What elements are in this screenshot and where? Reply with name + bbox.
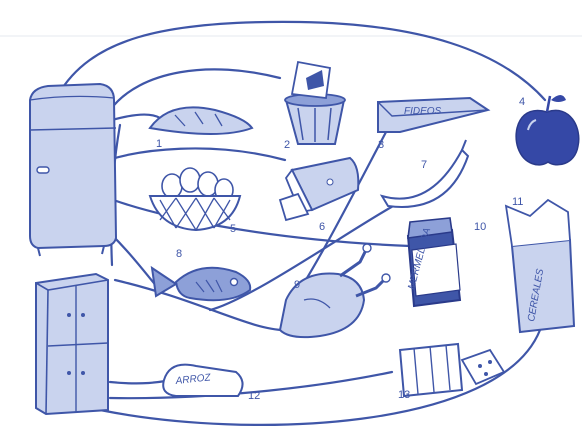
noodles-package-item: FIDEOS bbox=[378, 98, 488, 132]
item-number-13: 13 bbox=[398, 389, 410, 401]
item-number-7: 7 bbox=[421, 159, 427, 171]
trash-bin-item bbox=[285, 62, 345, 144]
apple-item bbox=[516, 95, 579, 165]
item-number-3: 3 bbox=[378, 139, 384, 151]
line-fridge-jam bbox=[100, 195, 410, 246]
line-fridge-trash bbox=[110, 69, 280, 110]
item-number-5: 5 bbox=[230, 223, 236, 235]
butter-item bbox=[400, 344, 504, 396]
cereal-bag-item: CEREALES bbox=[506, 200, 574, 332]
item-numbers: 1 2 3 4 5 6 7 8 9 10 11 12 13 bbox=[156, 96, 525, 402]
item-number-8: 8 bbox=[176, 248, 182, 260]
line-fridge-cheese bbox=[108, 148, 285, 160]
jam-jar-item: MERMELADA bbox=[406, 218, 460, 306]
rice-bag-item: ARROZ bbox=[163, 365, 242, 396]
line-fridge-bread bbox=[112, 115, 160, 120]
item-number-1: 1 bbox=[156, 138, 162, 150]
refrigerator bbox=[30, 84, 116, 256]
pantry-cabinet bbox=[36, 274, 108, 414]
egg-basket-item bbox=[150, 168, 240, 230]
item-number-4: 4 bbox=[519, 96, 525, 108]
item-number-11: 11 bbox=[512, 196, 523, 208]
item-number-9: 9 bbox=[294, 279, 300, 291]
item-number-10: 10 bbox=[474, 221, 486, 233]
item-number-6: 6 bbox=[319, 221, 325, 233]
banana-item bbox=[382, 140, 468, 207]
bread-item bbox=[150, 107, 252, 134]
noodles-label: FIDEOS bbox=[404, 106, 442, 117]
cheese-item bbox=[280, 158, 358, 220]
item-number-2: 2 bbox=[284, 139, 290, 151]
item-number-12: 12 bbox=[248, 390, 260, 402]
